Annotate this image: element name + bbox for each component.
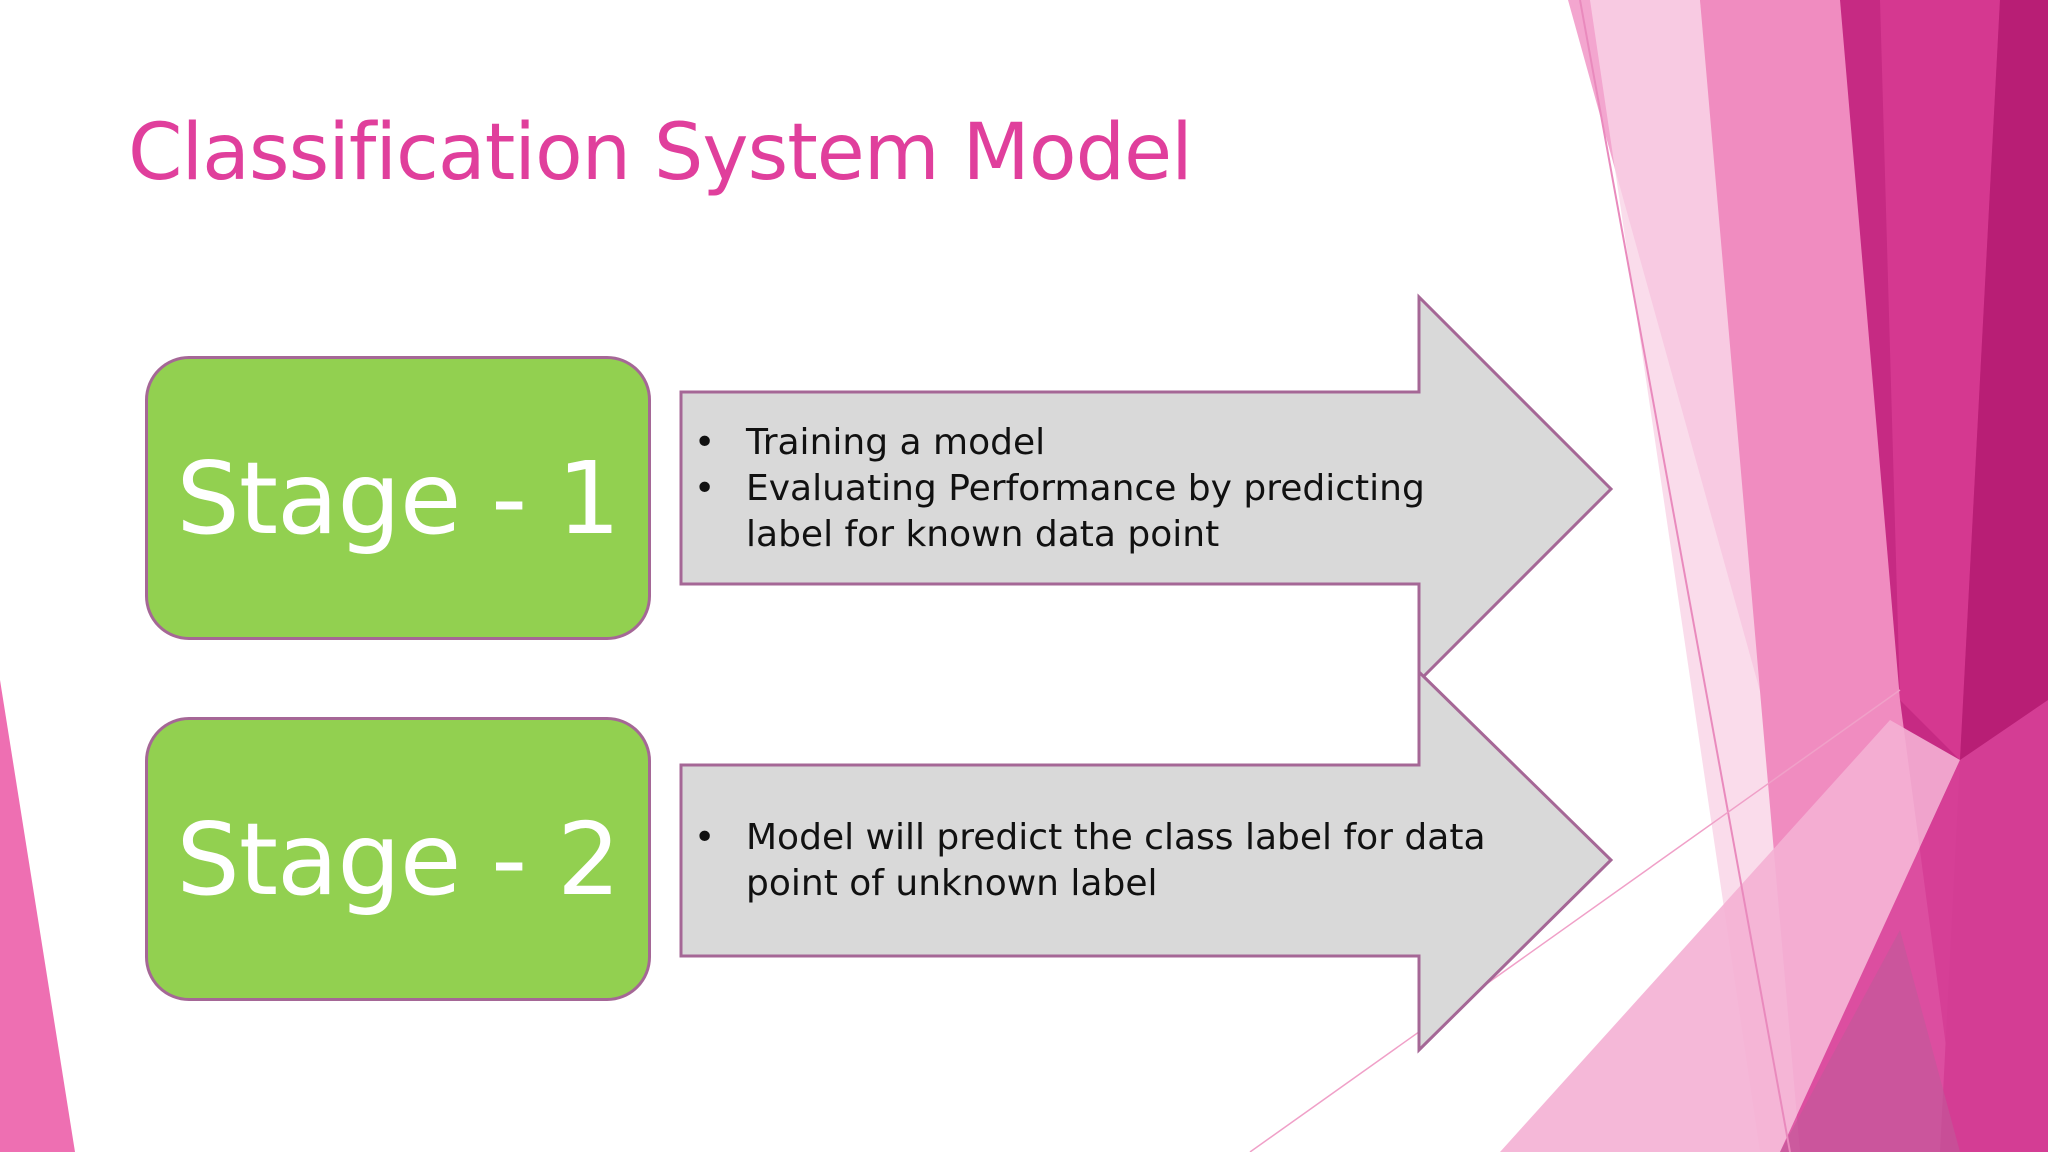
stage-1-label: Stage - 1 <box>176 439 620 557</box>
stage-1-bullet-list: Training a model Evaluating Performance … <box>690 420 1510 558</box>
bottom-facet-light <box>1500 720 1960 1152</box>
stage-1-bullet: Training a model <box>690 420 1510 466</box>
stage-1-box: Stage - 1 <box>145 356 651 640</box>
decor-line-2 <box>1249 689 1901 1152</box>
stage-2-box: Stage - 2 <box>145 717 651 1001</box>
decor-line-1 <box>1579 0 1791 1152</box>
stage-2-bullet-list: Model will predict the class label for d… <box>690 815 1510 907</box>
stage-1-bullet: Evaluating Performance by predicting lab… <box>690 466 1510 558</box>
stage-2-bullet: Model will predict the class label for d… <box>690 815 1510 907</box>
left-accent-shape <box>0 680 75 1152</box>
bottom-facet-shadow <box>1780 930 1960 1152</box>
slide-title: Classification System Model <box>128 108 1193 198</box>
stage-2-label: Stage - 2 <box>176 800 620 918</box>
